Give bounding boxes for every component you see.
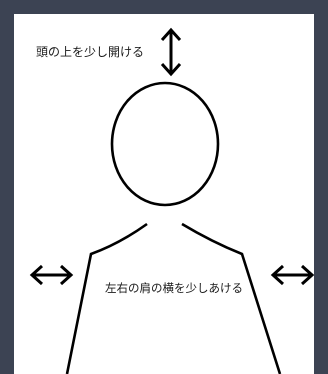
left-horizontal-double-arrow-icon — [29, 264, 74, 286]
right-horizontal-double-arrow-icon — [270, 264, 314, 286]
head-space-label: 頭の上を少し開ける — [36, 45, 145, 59]
vertical-double-arrow-icon — [160, 27, 182, 77]
shoulder-space-label: 左右の肩の横を少しあける — [104, 281, 244, 295]
head-outline — [110, 81, 220, 207]
left-shoulder-outline — [65, 222, 148, 374]
figure-diagram — [29, 27, 314, 374]
right-shoulder-outline — [181, 222, 282, 374]
photo-frame: 頭の上を少し開ける 左右の肩の横を少しあける — [14, 14, 314, 374]
